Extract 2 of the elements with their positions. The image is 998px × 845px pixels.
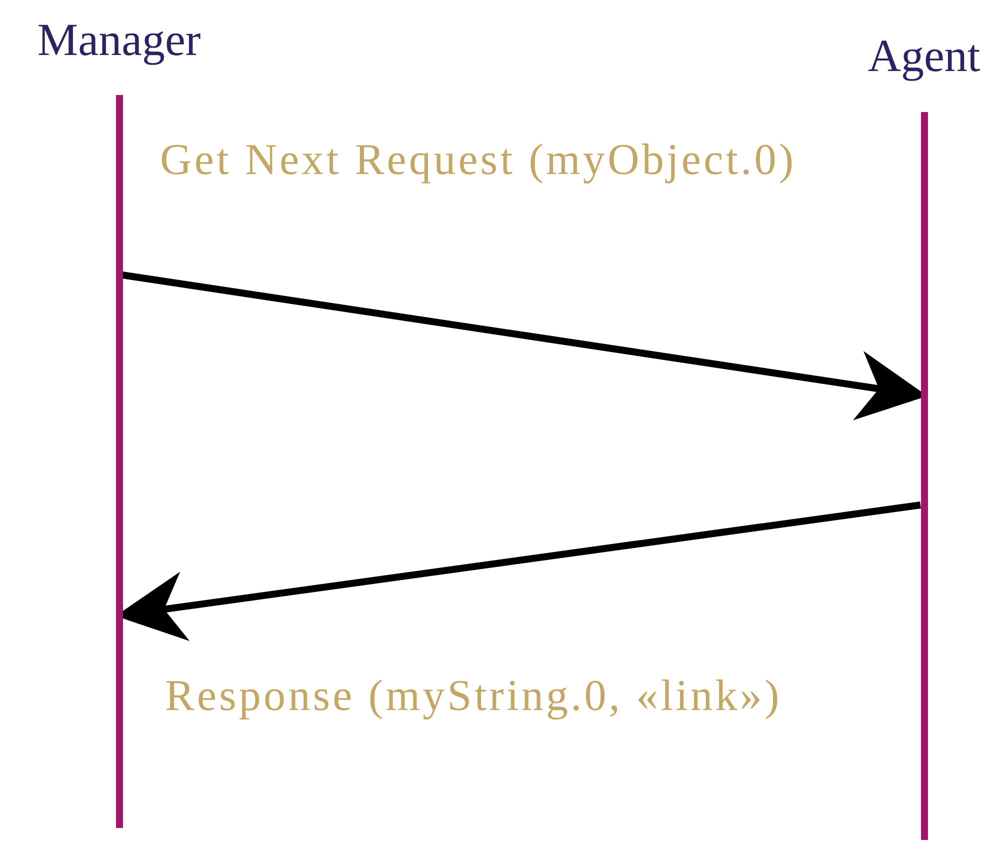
lifeline-title: Manager: [37, 13, 201, 67]
lifeline-title: Agent: [868, 29, 980, 83]
